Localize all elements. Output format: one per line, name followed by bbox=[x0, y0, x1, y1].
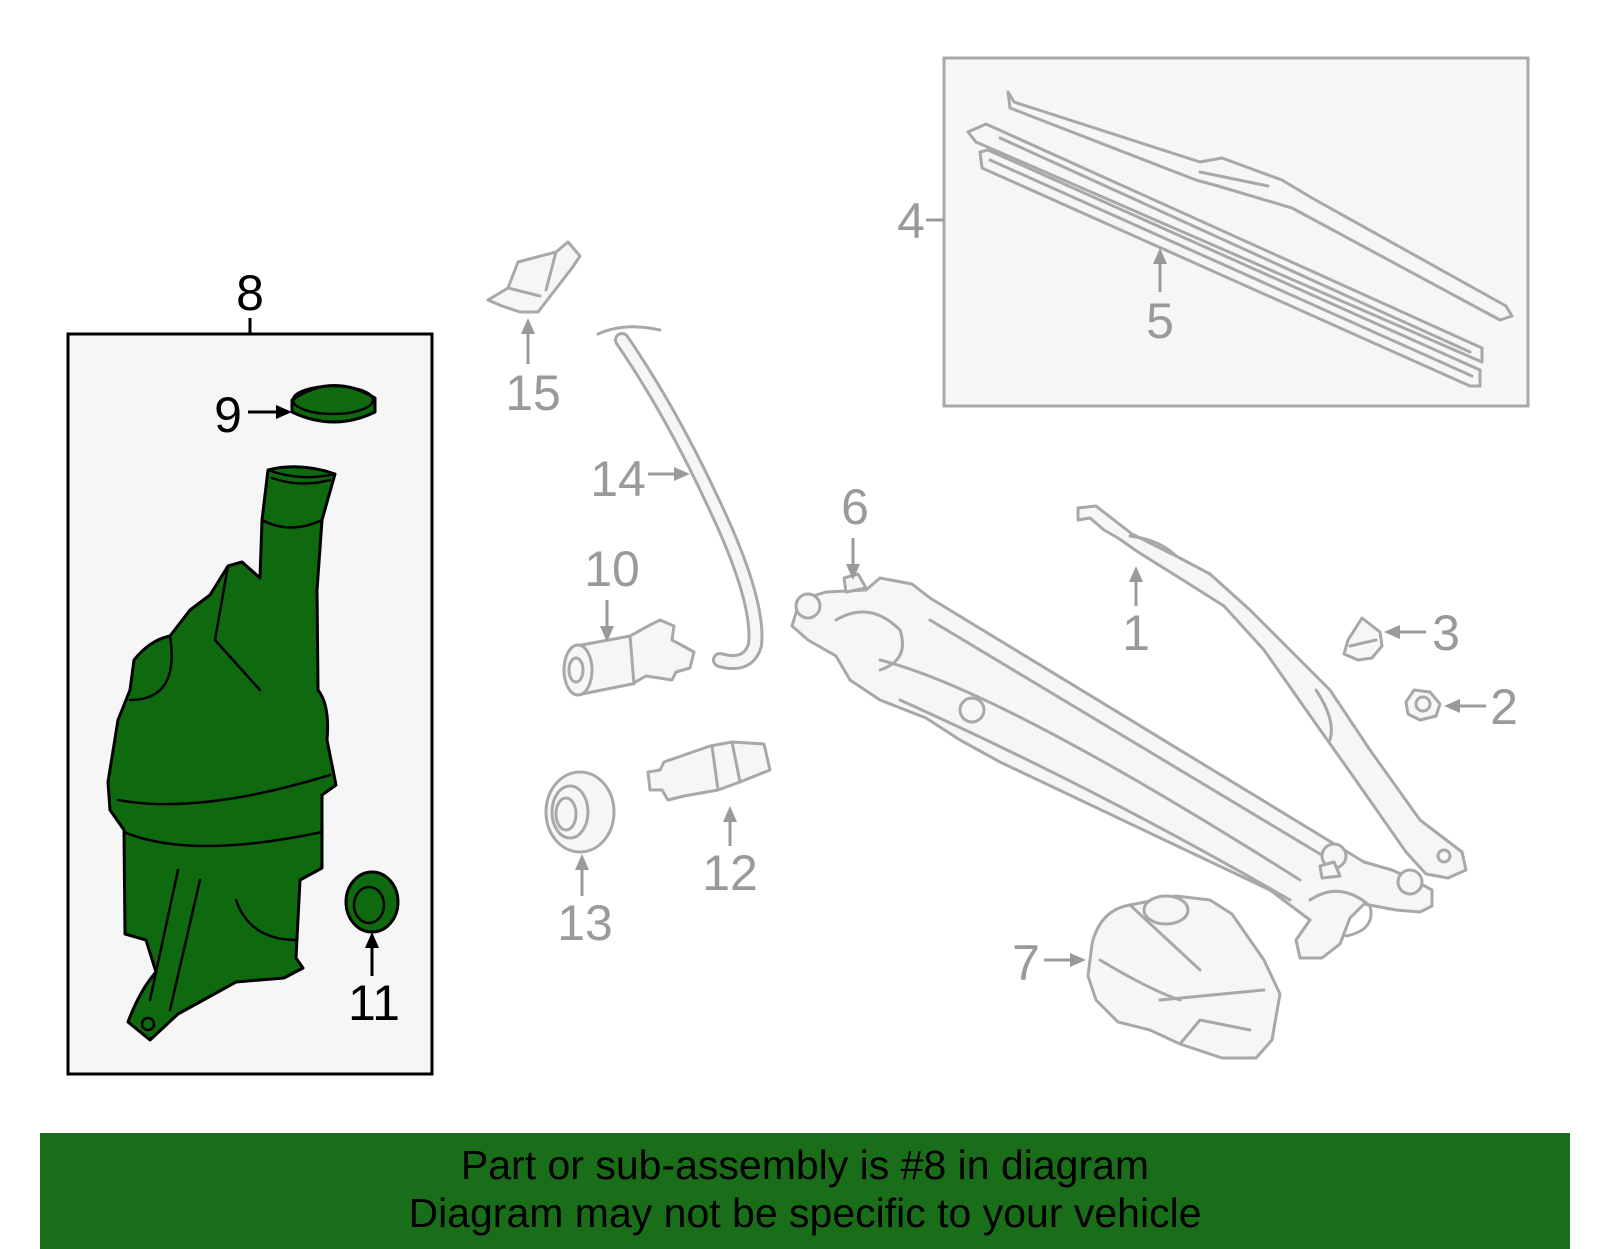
washer-reservoir-tank[interactable] bbox=[106, 465, 338, 1042]
callout-5: 5 bbox=[1146, 293, 1174, 349]
callout-11: 11 bbox=[348, 975, 400, 1031]
bracket[interactable] bbox=[486, 240, 582, 314]
wiper-blade[interactable] bbox=[966, 90, 1514, 364]
callout-8: 8 bbox=[236, 265, 264, 321]
callout-15: 15 bbox=[505, 365, 561, 421]
callout-13: 13 bbox=[557, 895, 613, 951]
washer-pump[interactable] bbox=[562, 618, 696, 697]
callout-6: 6 bbox=[841, 479, 869, 535]
level-sensor[interactable] bbox=[646, 740, 772, 802]
washer-hose[interactable] bbox=[596, 325, 764, 671]
callout-9: 9 bbox=[214, 387, 242, 443]
callout-4: 4 bbox=[897, 193, 925, 249]
callout-7: 7 bbox=[1012, 935, 1040, 991]
reservoir-grommet[interactable] bbox=[344, 870, 400, 934]
arm-cap[interactable] bbox=[1342, 616, 1384, 662]
reservoir-cap[interactable] bbox=[290, 384, 377, 424]
arm-nut[interactable] bbox=[1404, 688, 1442, 722]
callout-14: 14 bbox=[590, 451, 646, 507]
callout-10: 10 bbox=[584, 541, 640, 597]
callout-1: 1 bbox=[1122, 605, 1150, 661]
callout-2: 2 bbox=[1490, 679, 1518, 735]
info-banner: Part or sub-assembly is #8 in diagram Di… bbox=[40, 1133, 1570, 1249]
wiper-blade-insert[interactable] bbox=[978, 148, 1482, 388]
banner-line-1: Part or sub-assembly is #8 in diagram bbox=[460, 1142, 1150, 1188]
wiper-motor[interactable] bbox=[1086, 894, 1282, 1060]
wiper-arm[interactable] bbox=[1076, 504, 1468, 880]
callout-3: 3 bbox=[1432, 605, 1460, 661]
banner-line-2: Diagram may not be specific to your vehi… bbox=[408, 1190, 1202, 1236]
callout-12: 12 bbox=[702, 845, 758, 901]
pump-grommet[interactable] bbox=[544, 770, 616, 854]
wiper-linkage[interactable] bbox=[790, 572, 1434, 960]
